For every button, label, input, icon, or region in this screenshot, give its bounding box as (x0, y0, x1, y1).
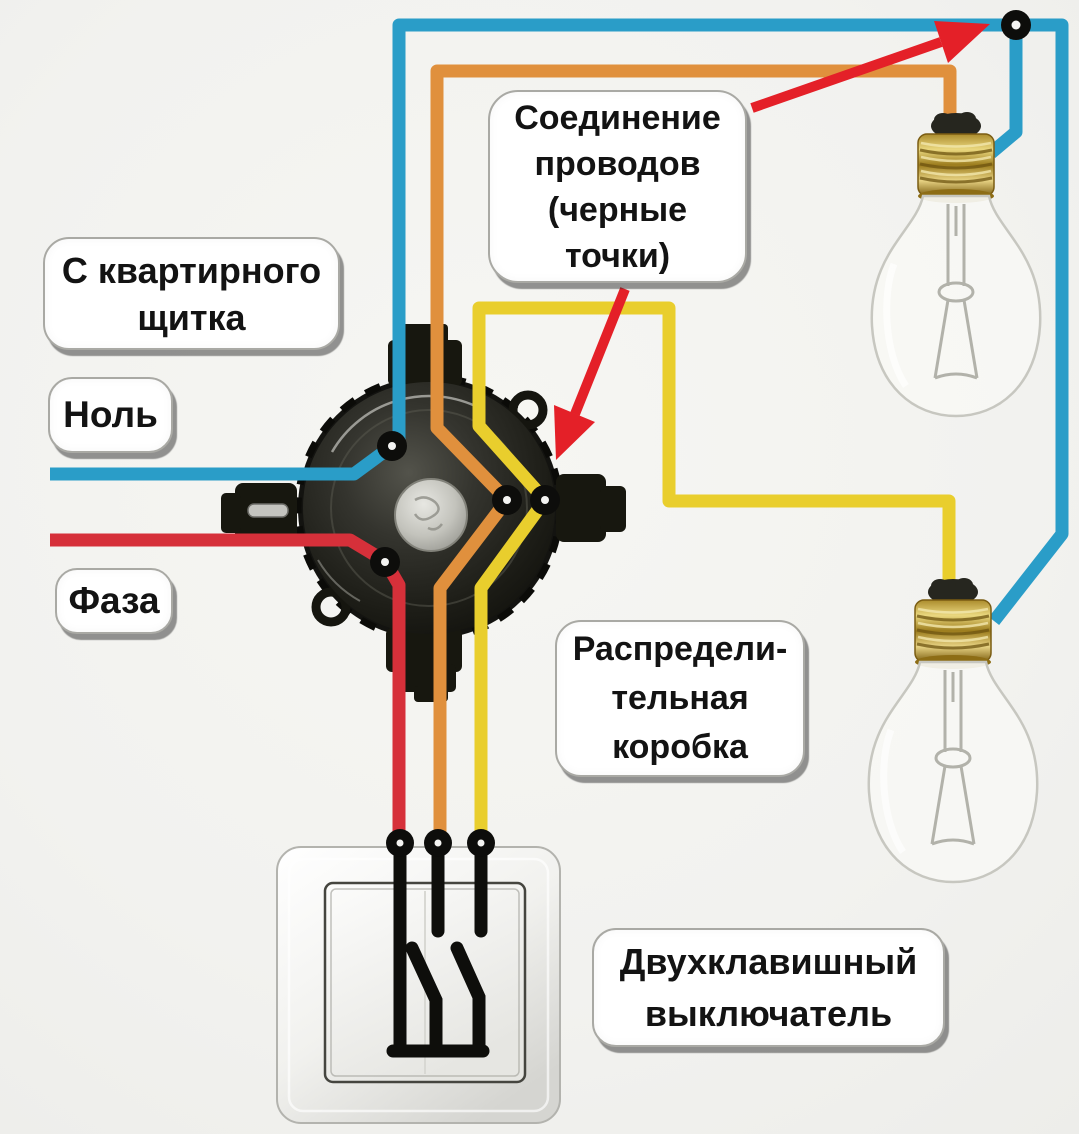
dot-pinholes (381, 20, 1021, 566)
neutral-wire-branch-bulb1 (986, 25, 1023, 158)
label-distribution-box: Распредели- тельная коробка (555, 620, 805, 777)
mounting-ear-bottom (311, 587, 351, 627)
label-text: Фаза (68, 580, 160, 621)
label-text: выключатель (644, 992, 893, 1034)
label-text: тельная (611, 679, 749, 717)
label-text: точки) (564, 236, 671, 275)
label-text: Двухклавишный (619, 940, 918, 982)
switch-schematic (386, 841, 490, 1058)
switched-wire-bulb1 (430, 64, 957, 843)
label-text: (черные (547, 190, 688, 229)
label-neutral: Ноль (48, 377, 173, 453)
label-text: проводов (534, 144, 701, 183)
two-gang-switch (276, 829, 561, 1124)
left-stub-metal-pin (247, 503, 289, 518)
arrow-head-box (554, 405, 595, 460)
label-text: щитка (137, 296, 246, 338)
label-text: Распредели- (572, 630, 788, 668)
label-wire-connections: Соединение проводов (черные точки) (488, 90, 747, 283)
mounting-ear-top (508, 390, 548, 430)
label-from-apartment-panel: С квартирного щитка (43, 237, 340, 350)
label-text: Ноль (63, 394, 158, 435)
label-phase: Фаза (55, 568, 173, 634)
light-bulb-bottom (869, 578, 1037, 882)
switched-wire-bulb2 (472, 301, 956, 843)
label-text: Соединение (514, 98, 721, 137)
neutral-wire-from-panel (50, 440, 396, 481)
light-bulb-top (872, 112, 1040, 416)
label-text: коробка (612, 728, 748, 766)
pointer-arrows (554, 21, 990, 460)
arrow-to-ceiling-dot (750, 37, 943, 113)
label-two-gang-switch: Двухклавишный выключатель (592, 928, 945, 1047)
arrow-head-ceiling (934, 21, 990, 63)
neutral-wire-to-bulbs (392, 18, 1069, 626)
arrow-to-box-dots (570, 287, 630, 416)
label-text: С квартирного (61, 249, 322, 291)
junction-box-lid-medallion (394, 478, 468, 552)
